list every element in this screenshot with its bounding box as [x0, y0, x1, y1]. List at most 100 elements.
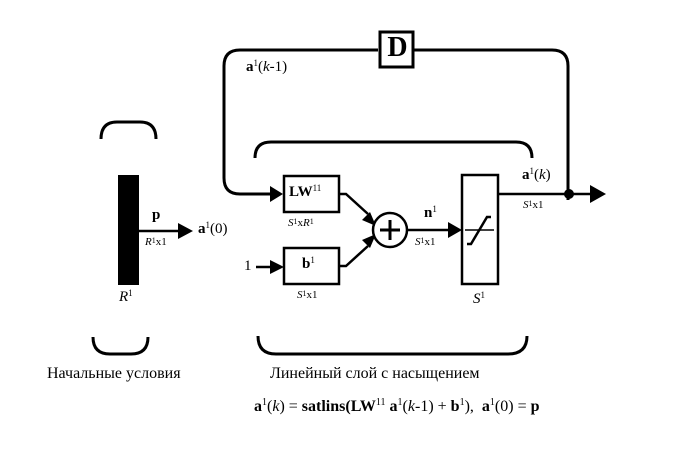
- eq-func: satlins: [301, 398, 346, 415]
- input-size-name: R: [119, 289, 129, 305]
- transfer-size-name: S: [473, 291, 481, 307]
- eq-b-name: b: [450, 398, 460, 415]
- eq-w-sup: 11: [375, 397, 386, 408]
- transfer-size-sup: 1: [480, 290, 486, 300]
- feedback-rest: -1): [269, 59, 288, 75]
- input-p-label: p: [152, 207, 161, 223]
- output-dims-rows: S: [523, 199, 529, 211]
- bias-dims-cols: 1: [312, 289, 318, 301]
- eq-a-rest: -1): [414, 398, 434, 415]
- net-input-dims: S1x1: [415, 237, 436, 248]
- bias-label: b1: [302, 255, 315, 272]
- weight-name: LW: [289, 184, 313, 200]
- eq-a-k: k: [407, 398, 415, 415]
- feedback-arrowhead: [270, 186, 283, 202]
- input-dims: R1x1: [145, 237, 167, 248]
- net-input-name: n: [424, 205, 433, 221]
- eq-equals: =: [288, 398, 298, 415]
- output-junction-dot: [564, 189, 574, 199]
- weight-to-sum-line: [339, 192, 369, 215]
- initial-output-name: a: [198, 221, 206, 237]
- bias-dims: S1x1: [297, 290, 318, 301]
- output-dims: S1x1: [523, 200, 544, 211]
- eq-init-sup: 1: [489, 397, 495, 408]
- bias-block: [282, 246, 341, 286]
- output-dims-times: x: [532, 199, 539, 211]
- output-paren-open: (: [534, 167, 539, 183]
- layer-top-bracket: [253, 140, 534, 159]
- net-input-dims-cols: 1: [430, 236, 436, 248]
- eq-a-paren: (: [402, 398, 408, 415]
- delay-label: D: [387, 32, 408, 63]
- initial-conditions-bottom-bracket: [91, 336, 150, 356]
- eq-paren-open: (: [345, 398, 351, 415]
- net-input-sup: 1: [432, 204, 437, 214]
- input-size-sup: 1: [128, 288, 133, 298]
- output-arrowhead: [590, 185, 606, 203]
- eq-a-name: a: [389, 398, 398, 415]
- eq-paren-close: ): [464, 398, 470, 415]
- input-dims-rows-sup: 1: [151, 236, 156, 245]
- weight-dims-rows: S: [288, 217, 294, 229]
- feedback-k: k: [263, 59, 270, 75]
- initial-output-sup: 1: [205, 220, 211, 230]
- layer-bottom-bracket: [256, 335, 529, 356]
- weight-dims-cols-sup: 1: [309, 217, 314, 226]
- output-dims-rows-sup: 1: [528, 199, 533, 208]
- eq-init-name: a: [481, 398, 490, 415]
- weight-dims: S1xR1: [288, 218, 314, 229]
- input-dims-rows: R: [145, 236, 152, 248]
- output-sup: 1: [529, 166, 535, 176]
- feedback-label: a1(k-1): [246, 58, 288, 75]
- net-input-arrowhead: [448, 222, 462, 238]
- output-label: a1(k): [522, 166, 551, 183]
- feedback-name: a: [246, 59, 254, 75]
- bias-dims-rows-sup: 1: [302, 289, 307, 298]
- input-p-arrowhead: [178, 223, 193, 239]
- feedback-loop-line: [222, 48, 570, 200]
- weight-dims-times: x: [297, 217, 304, 229]
- caption-layer: Линейный слой с насыщением: [270, 365, 480, 382]
- eq-comma: ,: [469, 398, 474, 415]
- eq-plus: +: [437, 398, 447, 415]
- eq-lhs-k: k: [272, 398, 280, 415]
- eq-init-value: p: [530, 398, 540, 415]
- weight-dims-cols: R: [303, 217, 310, 229]
- feedback-sup: 1: [253, 58, 259, 68]
- initial-output-label: a1(0): [198, 220, 228, 237]
- input-dims-cols: 1: [161, 236, 167, 248]
- eq-init-equals: =: [517, 398, 527, 415]
- transfer-size-label: S1: [473, 290, 486, 307]
- weight-dims-rows-sup: 1: [293, 217, 298, 226]
- feedback-paren: (: [258, 59, 263, 75]
- net-input-dims-times: x: [424, 236, 431, 248]
- output-paren-close: ): [545, 167, 551, 183]
- bias-name: b: [302, 256, 311, 272]
- satlins-curve-icon: [467, 215, 491, 246]
- output-name: a: [522, 167, 530, 183]
- bias-dims-rows: S: [297, 289, 303, 301]
- eq-a-sup: 1: [397, 397, 403, 408]
- eq-init-arg: (0): [494, 398, 514, 415]
- initial-conditions-top-bracket: [99, 120, 158, 140]
- weight-to-sum-arrowhead: [362, 212, 376, 226]
- eq-lhs-sup: 1: [262, 397, 267, 408]
- input-size-label: R1: [119, 288, 133, 305]
- input-source-bar: [118, 175, 139, 285]
- bias-sup: 1: [310, 255, 315, 265]
- bias-to-sum-line: [339, 245, 369, 268]
- net-input-dims-rows-sup: 1: [420, 236, 425, 245]
- delay-block: [378, 30, 415, 69]
- weight-sup: 11: [312, 183, 322, 193]
- bias-input-value: 1: [244, 258, 252, 274]
- weight-block: [282, 174, 341, 214]
- eq-lhs-name: a: [254, 398, 262, 415]
- bias-dims-times: x: [306, 289, 313, 301]
- output-k: k: [539, 167, 546, 183]
- layer-equation: a1(k) = satlins(LW11 a1(k-1) + b1), a1(0…: [254, 397, 540, 415]
- weight-label: LW11: [289, 183, 322, 200]
- bias-input-arrowhead: [270, 260, 284, 274]
- bias-to-sum-arrowhead: [362, 234, 376, 248]
- caption-initial-conditions: Начальные условия: [47, 365, 181, 382]
